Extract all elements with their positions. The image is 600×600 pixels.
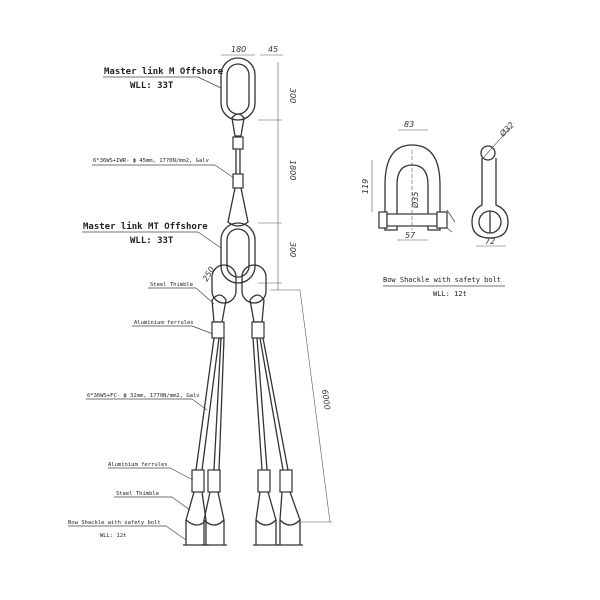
dim-top-leg-length: 1800 xyxy=(288,160,297,180)
bow-shackle-label: Bow Shackle with safety bolt xyxy=(68,520,161,526)
dim-sublink: 250 xyxy=(201,265,216,283)
dim-leg-length: 6000 xyxy=(320,389,332,410)
master-link-mt-label: Master link MT Offshore xyxy=(83,221,208,232)
aluminium-ferrules-top-label: Aluminium ferrules xyxy=(134,320,194,326)
shackle-dim-eye: Ø32 xyxy=(497,120,516,139)
shackle-dim-jaw: 57 xyxy=(405,231,416,240)
shackle-dim-width: 83 xyxy=(404,120,414,129)
shackle-detail-front xyxy=(371,129,456,241)
leg-wire-spec: 6*36WS+FC- ϕ 32mm, 1770N/mm2, Galv xyxy=(87,393,200,399)
master-link-mt-wll: WLL: 33T xyxy=(130,236,174,246)
shackle-detail-side xyxy=(471,127,511,247)
dim-link-mt-height: 300 xyxy=(288,242,297,257)
dim-link-m-height: 300 xyxy=(288,88,297,103)
dim-link-section: 45 xyxy=(268,45,278,54)
master-link-mt xyxy=(211,222,267,304)
dimension-lines xyxy=(221,54,332,523)
shackle-detail-wll: WLL: 12t xyxy=(433,290,467,298)
shackle-dim-height: 119 xyxy=(361,179,370,194)
dim-link-width: 180 xyxy=(231,45,246,54)
bow-shackle-wll: WLL: 12t xyxy=(100,533,127,539)
leader-lines xyxy=(68,76,235,541)
shackle-dim-pin: Ø35 xyxy=(410,192,420,209)
master-link-m-label: Master link M Offshore xyxy=(104,66,224,77)
steel-thimble-bottom-label: Steel Thimble xyxy=(116,491,159,497)
sling-legs xyxy=(183,294,303,546)
aluminium-ferrules-bottom-label: Aluminium ferrules xyxy=(108,462,168,468)
steel-thimble-top-label: Steel Thimble xyxy=(150,282,193,288)
bottom-shackles xyxy=(183,520,303,546)
shackle-detail-caption: Bow Shackle with safety bolt xyxy=(383,276,501,284)
master-link-m xyxy=(220,57,256,121)
top-wire-assembly xyxy=(227,113,249,227)
master-link-m-wll: WLL: 33T xyxy=(130,81,174,91)
top-wire-spec: 6*36WS+IWR- ϕ 45mm, 1770N/mm2, Galv xyxy=(93,158,210,164)
shackle-dim-bolt: 72 xyxy=(485,237,495,246)
